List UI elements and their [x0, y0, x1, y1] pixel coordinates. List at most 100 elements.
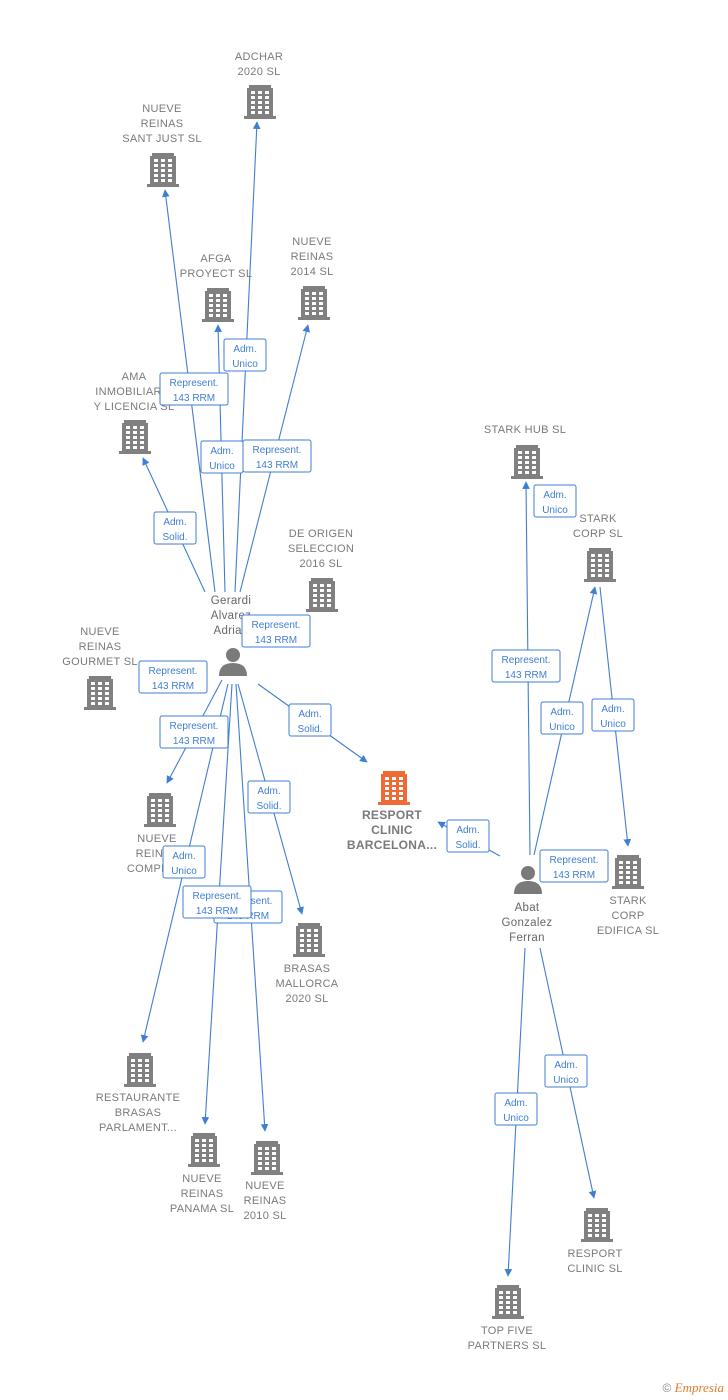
- relation-box-r19[interactable]: Represent.143 RRM: [539, 849, 609, 883]
- relation-box-r7[interactable]: Represent.143 RRM: [138, 660, 208, 694]
- building-icon[interactable]: [492, 1285, 524, 1319]
- company-label-nueve-gourmet-line: GOURMET SL: [62, 656, 138, 668]
- building-icon[interactable]: [202, 288, 234, 322]
- relation-text: Unico: [553, 1075, 579, 1086]
- relation-box-r10[interactable]: Adm.Solid.: [247, 780, 291, 814]
- building-icon[interactable]: [293, 923, 325, 957]
- relation-text: Adm.: [233, 344, 256, 355]
- building-icon[interactable]: [511, 445, 543, 479]
- relation-box-r13[interactable]: Represent.143 RRM: [182, 885, 252, 919]
- building-icon[interactable]: [147, 153, 179, 187]
- company-label-de-origen-line: SELECCION: [288, 543, 354, 555]
- relation-text: Adm.: [456, 825, 479, 836]
- building-icon[interactable]: [251, 1141, 283, 1175]
- relation-box-frame: [446, 819, 490, 853]
- building-icon[interactable]: [188, 1133, 220, 1167]
- building-icon[interactable]: [144, 793, 176, 827]
- relation-box-r9[interactable]: Represent.143 RRM: [159, 715, 229, 749]
- person-icon[interactable]: [219, 648, 247, 676]
- company-label-stark-edifica-line: STARK: [609, 895, 647, 907]
- relation-box-r6[interactable]: Represent.143 RRM: [241, 614, 311, 648]
- relation-box-r2[interactable]: Represent.143 RRM: [159, 372, 229, 406]
- company-label-restaurante-line: BRASAS: [115, 1107, 161, 1119]
- relation-box-frame: [533, 484, 577, 518]
- company-label-nueve-panama-line: PANAMA SL: [170, 1203, 234, 1215]
- company-label-nueve-2014-line: NUEVE: [292, 236, 331, 248]
- relation-text: Unico: [209, 461, 235, 472]
- brand-logo[interactable]: Empresia: [674, 1380, 724, 1395]
- building-icon[interactable]: [584, 548, 616, 582]
- relation-box-r5[interactable]: Adm.Solid.: [153, 511, 197, 545]
- relation-box-r14[interactable]: Adm.Unico: [533, 484, 577, 518]
- relation-box-r16[interactable]: Adm. Unico: [540, 701, 584, 735]
- company-label-resport-clinic-line: RESPORT: [567, 1248, 622, 1260]
- relation-box-r11[interactable]: Adm.Unico: [162, 845, 206, 879]
- relation-box-r21[interactable]: Adm.Unico: [494, 1092, 538, 1126]
- company-label-ama-line: AMA: [122, 371, 147, 383]
- relation-text: 143 RRM: [553, 870, 595, 881]
- company-label-nueve-panama-line: NUEVE: [182, 1173, 221, 1185]
- relation-text: Solid.: [297, 724, 322, 735]
- building-icon[interactable]: [306, 578, 338, 612]
- company-node-stark-hub[interactable]: STARK HUB SL: [484, 424, 566, 479]
- relation-box-frame: [591, 698, 635, 732]
- relation-text: Unico: [549, 722, 575, 733]
- relation-text: 143 RRM: [256, 460, 298, 471]
- building-icon[interactable]: [124, 1053, 156, 1087]
- relation-box-r15[interactable]: Represent.143 RRM: [491, 649, 561, 683]
- building-icon[interactable]: [581, 1208, 613, 1242]
- relation-text: Adm.: [298, 709, 321, 720]
- relation-box-r18[interactable]: Adm.Solid.: [446, 819, 490, 853]
- company-label-afga-line: PROYECT SL: [180, 268, 253, 280]
- building-icon[interactable]: [612, 855, 644, 889]
- person-label-gerardi-line: Alvarez: [211, 610, 251, 622]
- relation-box-frame: [241, 614, 311, 648]
- building-icon[interactable]: [244, 85, 276, 119]
- company-node-nueve-panama[interactable]: NUEVE REINAS PANAMA SL: [170, 1133, 234, 1215]
- person-label-abat-line: Abat: [515, 902, 540, 914]
- relation-box-frame: [539, 849, 609, 883]
- company-label-adchar-line: ADCHAR: [235, 51, 283, 63]
- relation-box-r17[interactable]: Adm.Unico: [591, 698, 635, 732]
- relation-text: Represent.: [170, 378, 219, 389]
- relation-box-r4[interactable]: Represent.143 RRM: [242, 439, 312, 473]
- footer: © Empresia: [662, 1380, 724, 1396]
- building-icon[interactable]: [298, 286, 330, 320]
- building-icon[interactable]: [84, 676, 116, 710]
- relation-box-r3[interactable]: Adm.Unico: [200, 440, 244, 474]
- relation-box-r1[interactable]: Adm.Unico: [223, 338, 267, 372]
- person-icon[interactable]: [514, 866, 542, 894]
- company-label-stark-corp-line: CORP SL: [573, 528, 623, 540]
- building-icon[interactable]: [119, 420, 151, 454]
- relation-box-r8[interactable]: Adm. Solid.: [288, 703, 332, 737]
- building-icon[interactable]: [378, 771, 410, 805]
- relation-text: 143 RRM: [152, 681, 194, 692]
- relation-text: Adm.: [550, 707, 573, 718]
- company-label-nueve-panama-line: REINAS: [181, 1188, 224, 1200]
- relation-box-r20[interactable]: Adm.Unico: [544, 1054, 588, 1088]
- company-label-nueve-panama: NUEVE REINAS PANAMA SL: [170, 1173, 234, 1215]
